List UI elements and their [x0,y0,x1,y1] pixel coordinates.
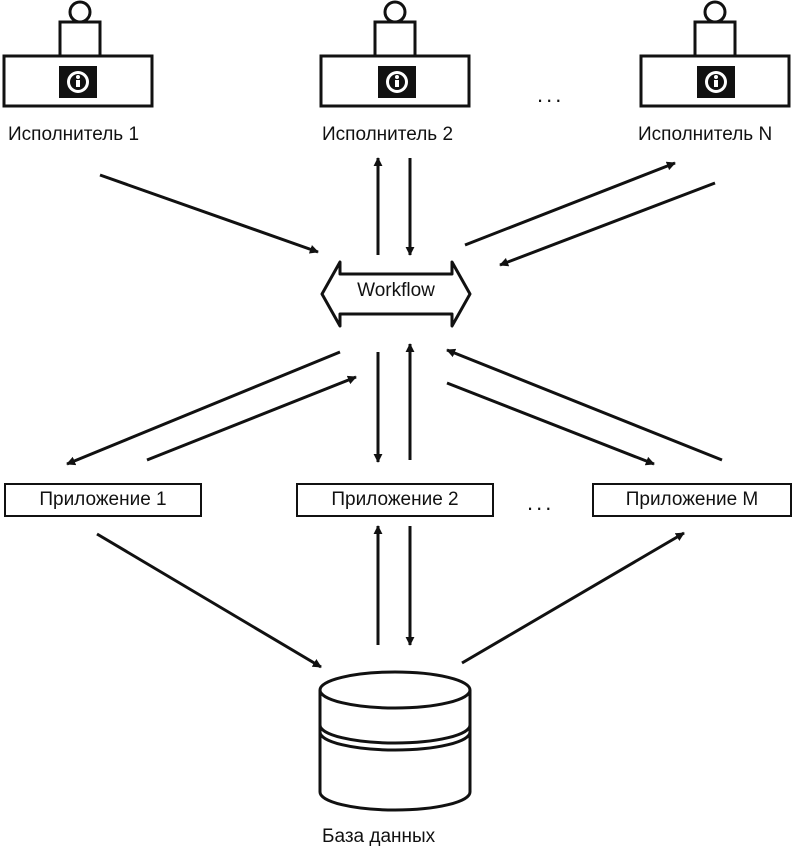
application-label: Приложение 1 [39,489,167,510]
performer-1 [2,0,154,108]
application-arrows [66,343,723,466]
arrow [66,350,341,466]
info-icon [697,66,735,98]
arrow [446,381,655,466]
applications-ellipsis: ... [527,490,555,515]
performer-label-1: Исполнитель 1 [8,124,140,145]
info-icon [378,66,416,98]
database-arrows [96,525,685,669]
info-icon [59,66,97,98]
arrow [461,531,685,665]
performer-label-2: Исполнитель 2 [322,124,454,145]
arrow [146,375,357,462]
person-icon [58,0,102,58]
arrow [99,173,319,254]
person-icon [693,0,737,58]
application-box-m: Приложение M [592,483,792,517]
performer-n [639,0,791,108]
application-label: Приложение M [625,489,759,510]
arrow [499,181,716,267]
workflow-hub [320,260,472,328]
workflow-label: Workflow [357,280,435,301]
performer-label-n: Исполнитель N [638,124,773,145]
database-icon [318,670,472,812]
application-label: Приложение 2 [331,489,459,510]
person-icon [373,0,417,58]
database-label: База данных [322,826,436,847]
performer-2 [319,0,471,108]
performers-ellipsis: ... [537,82,565,107]
application-box-2: Приложение 2 [296,483,494,517]
performer-arrows [99,157,716,267]
arrow [464,161,676,247]
arrow [96,532,322,669]
application-box-1: Приложение 1 [4,483,202,517]
arrow [446,348,723,462]
